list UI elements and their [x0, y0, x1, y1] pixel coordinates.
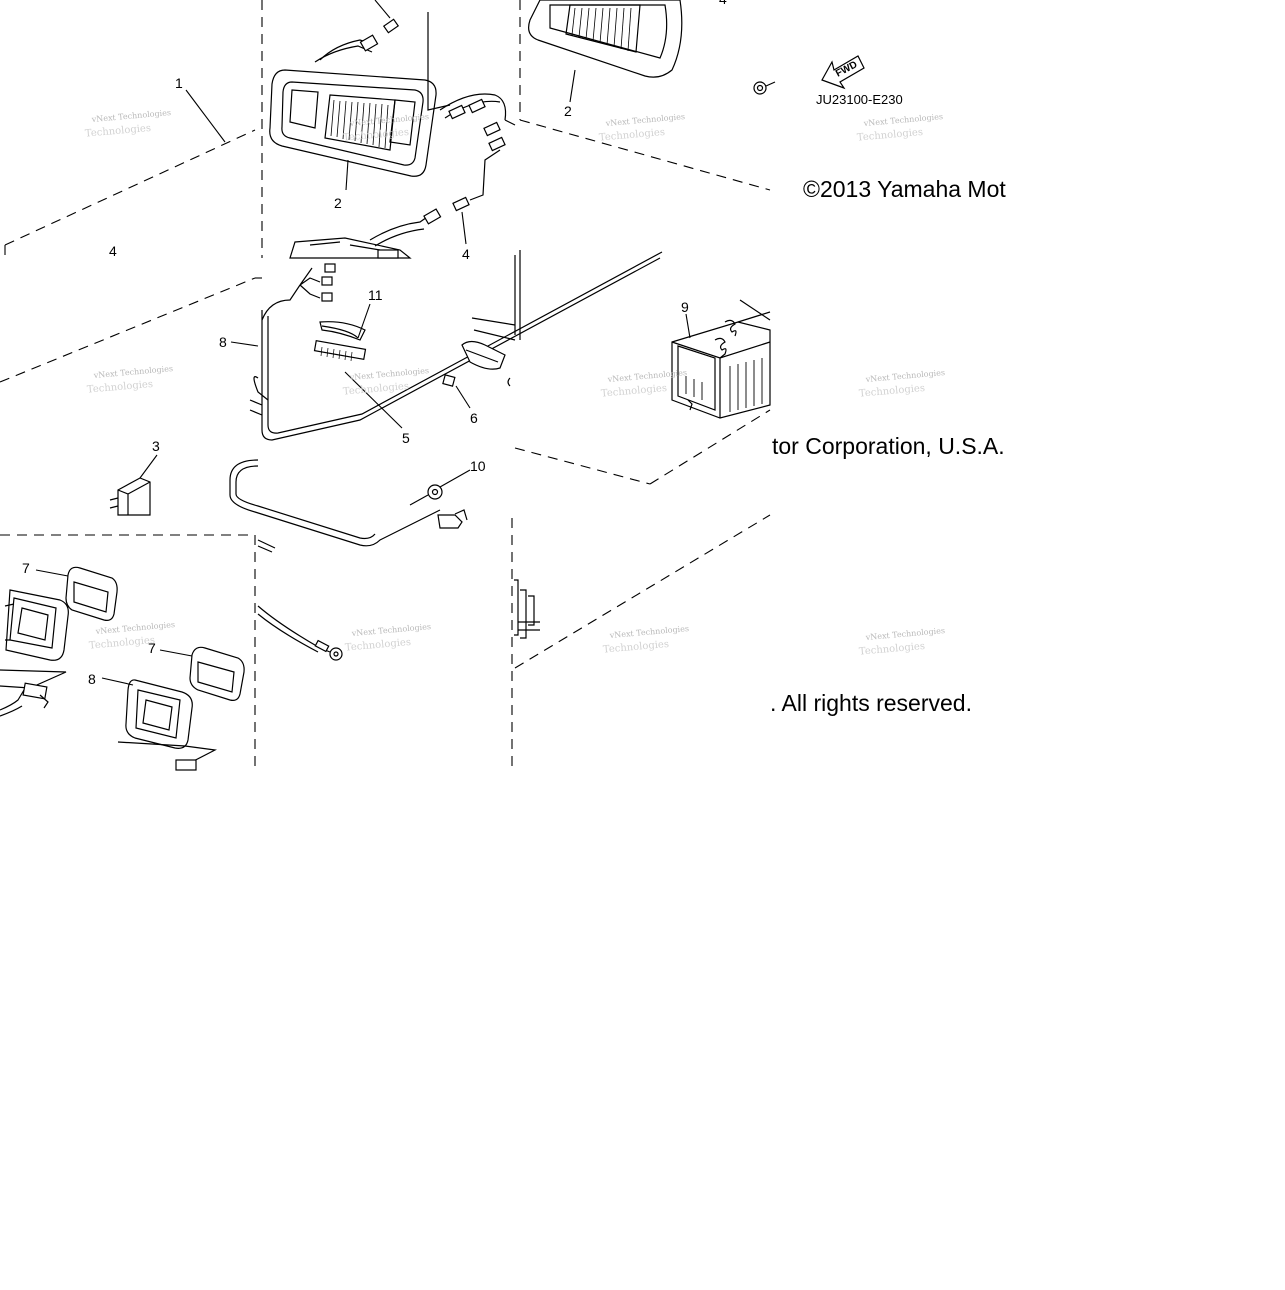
callout-4b: 4 [462, 246, 470, 262]
watermark-shadow: Technologies [599, 127, 666, 144]
callout-7b: 7 [148, 640, 156, 656]
callout-3: 3 [152, 438, 160, 454]
fastener-top-right [753, 81, 776, 95]
watermark: vNext Technologies [94, 620, 175, 636]
callout-7a: 7 [22, 560, 30, 576]
watermark: vNext Technologies [864, 368, 945, 384]
callout-4a: 4 [109, 243, 117, 259]
watermark-shadow: Technologies [343, 381, 410, 398]
small-fuse-part [442, 374, 471, 409]
watermark: vNext Technologies [608, 624, 689, 640]
watermark-shadow: Technologies [345, 637, 412, 654]
relay-connector [461, 340, 511, 387]
headlight-assembly-left [269, 0, 451, 177]
watermark-shadow: Technologies [89, 635, 156, 652]
watermark: vNext Technologies [862, 112, 943, 128]
headlight-assembly-right [528, 0, 683, 78]
copyright-block: ©2013 Yamaha Mot tor Corporation, U.S.A.… [770, 176, 1006, 716]
wiring-connectors-top [439, 93, 516, 212]
callout-1: 1 [175, 75, 183, 91]
callout-5: 5 [402, 430, 410, 446]
tail-lamp-lower [101, 646, 245, 771]
watermark-shadow: Technologies [85, 123, 152, 140]
callout-11: 11 [368, 287, 383, 303]
watermark: vNext Technologies [92, 364, 173, 380]
watermark-shadow: Technologies [601, 383, 668, 400]
callout-10: 10 [470, 458, 486, 474]
terminal-bracket [514, 579, 540, 639]
watermark-shadow: Technologies [859, 383, 926, 400]
fwd-arrow: FWD [821, 55, 865, 90]
watermark-shadow: Technologies [87, 379, 154, 396]
battery-charger-harness [229, 459, 471, 547]
watermark: vNext Technologies [864, 626, 945, 642]
tail-lamp-upper [0, 566, 118, 689]
switch-part [109, 454, 158, 516]
watermark: vNext Technologies [90, 108, 171, 124]
callout-8a: 8 [219, 334, 227, 350]
charger-unit [671, 299, 771, 419]
watermark-shadow: Technologies [859, 641, 926, 658]
ground-cable [257, 539, 343, 661]
lamp-connector-left [0, 682, 49, 717]
callout-4c: 4 [719, 0, 727, 7]
watermark: vNext Technologies [604, 112, 685, 128]
watermark-shadow: Technologies [857, 127, 924, 144]
copyright-line-1: ©2013 Yamaha Mot [803, 176, 1006, 202]
group-boundaries [0, 0, 771, 770]
copyright-line-2: tor Corporation, U.S.A. [772, 433, 1005, 459]
copyright-line-3: . All rights reserved. [770, 690, 972, 716]
callout-6: 6 [470, 410, 478, 426]
callout-numbers: 1 2 2 3 4 4 4 5 6 7 7 8 8 9 10 11 [22, 0, 727, 687]
headlight-assembly-lower [289, 208, 442, 259]
watermark: vNext Technologies [348, 366, 429, 382]
connector-cover [313, 303, 403, 429]
main-wire-harness [249, 250, 663, 441]
callout-2a: 2 [334, 195, 342, 211]
watermark: vNext Technologies [350, 622, 431, 638]
callout-2b: 2 [564, 103, 572, 119]
callout-9: 9 [681, 299, 689, 315]
leader-lines [185, 69, 576, 347]
watermark-shadow: Technologies [603, 639, 670, 656]
callout-8b: 8 [88, 671, 96, 687]
diagram-part-number: JU23100-E230 [816, 92, 903, 107]
